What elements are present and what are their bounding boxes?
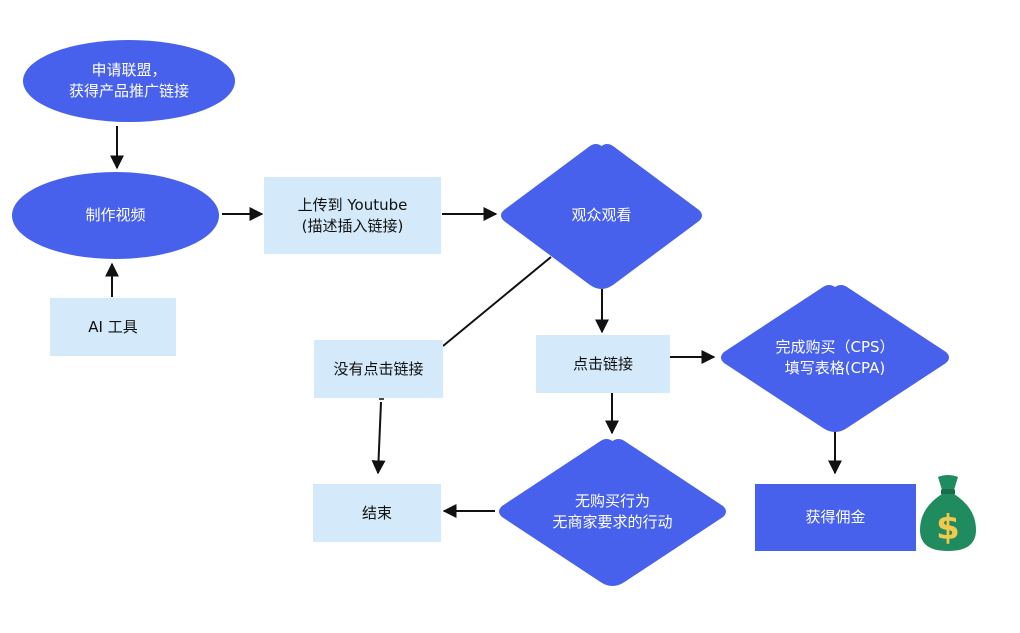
node-no-purchase-line1: 无购买行为 [574, 491, 650, 510]
node-commission-label: 获得佣金 [805, 508, 866, 526]
money-bag-icon: $ [920, 475, 976, 551]
node-complete-line1: 完成购买（CPS） [775, 337, 895, 356]
node-no-click: 没有点击链接 [314, 340, 443, 398]
node-no-click-label: 没有点击链接 [333, 359, 424, 378]
line-watch-to-noclick [442, 256, 552, 347]
node-complete: 完成购买（CPS） 填写表格(CPA) [718, 283, 952, 432]
node-apply: 申请联盟， 获得产品推广链接 [23, 40, 235, 122]
node-click-label: 点击链接 [572, 354, 633, 373]
node-upload-line1: 上传到 Youtube [297, 195, 408, 214]
node-upload: 上传到 Youtube (描述插入链接) [264, 177, 441, 254]
node-apply-line1: 申请联盟， [91, 61, 167, 79]
node-click: 点击链接 [536, 335, 670, 393]
node-ai-tools: AI 工具 [50, 298, 176, 356]
node-end-label: 结束 [361, 503, 392, 522]
node-ai-tools-label: AI 工具 [88, 317, 138, 336]
node-no-purchase: 无购买行为 无商家要求的行动 [496, 437, 729, 586]
node-complete-line2: 填写表格(CPA) [784, 358, 886, 377]
node-end: 结束 [313, 484, 441, 542]
node-watch-label: 观众观看 [571, 206, 632, 224]
node-complete-shape [721, 285, 949, 432]
node-make-video: 制作视频 [12, 172, 219, 259]
arrow-noclick-to-end [371, 401, 386, 475]
node-watch-shape [501, 144, 702, 289]
node-upload-line2: (描述插入链接) [301, 216, 404, 235]
node-no-purchase-line2: 无商家要求的行动 [552, 512, 673, 531]
node-no-purchase-shape [499, 439, 726, 586]
node-watch: 观众观看 [498, 142, 705, 289]
node-commission: 获得佣金 [755, 484, 916, 551]
dollar-sign: $ [936, 508, 960, 548]
node-make-video-label: 制作视频 [85, 206, 146, 224]
node-apply-line2: 获得产品推广链接 [68, 82, 189, 100]
